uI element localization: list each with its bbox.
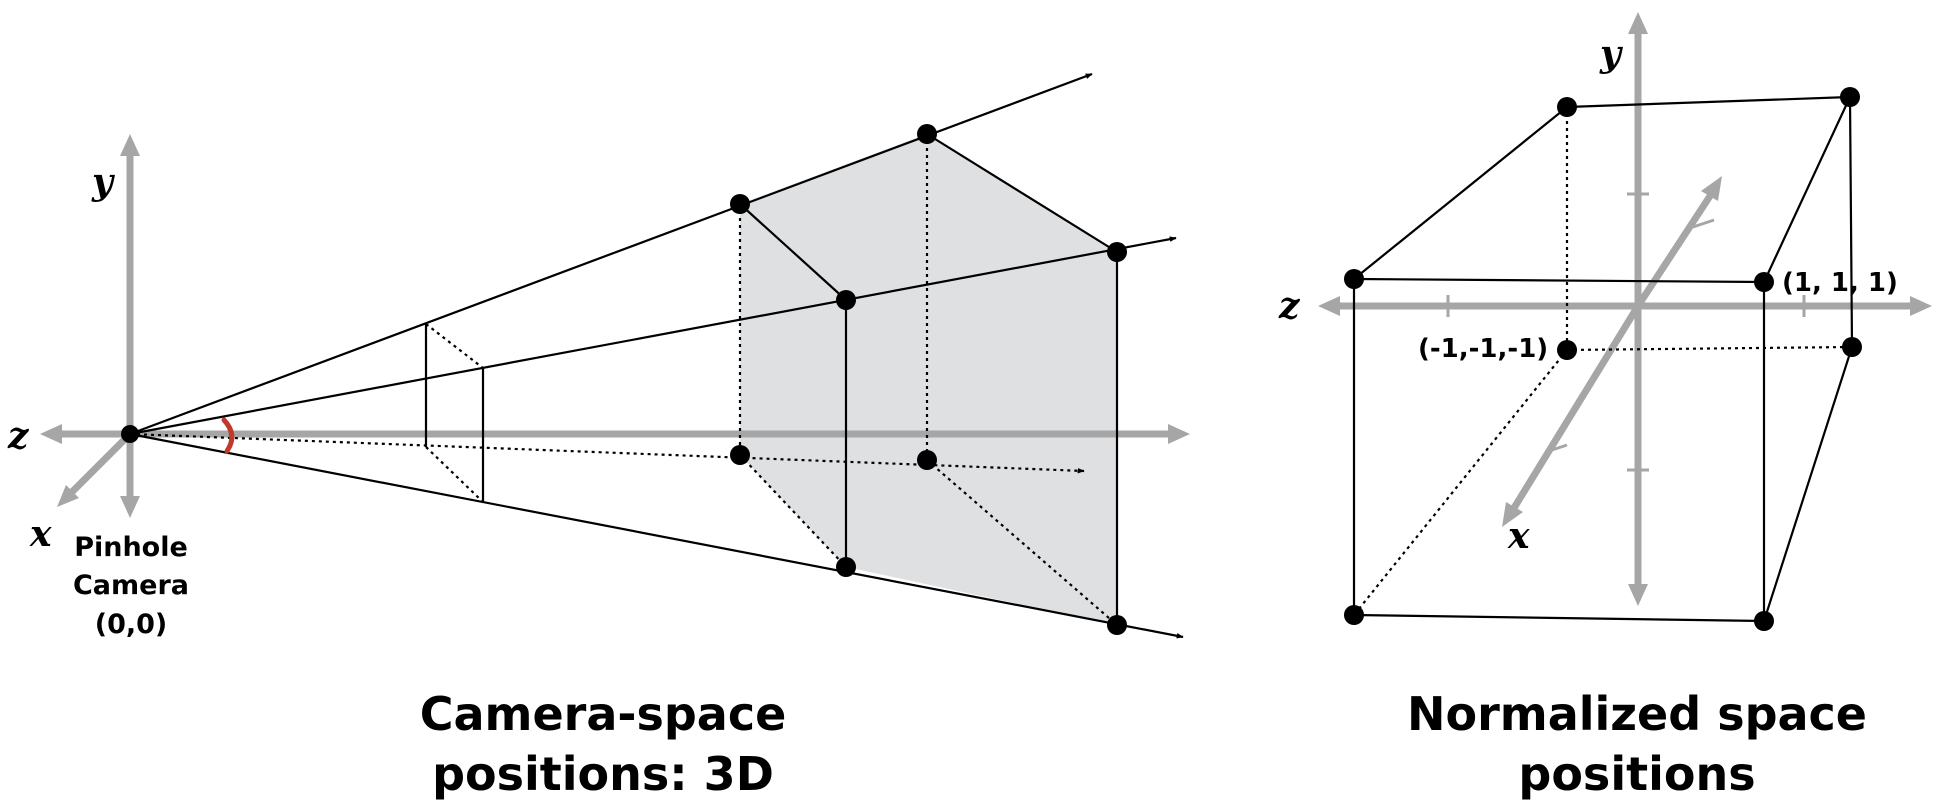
cube-vertices (1344, 87, 1862, 631)
near-plane (424, 323, 485, 503)
normalized-x-axis-label: x (1507, 515, 1530, 557)
pinhole-camera-dot (121, 425, 139, 443)
camera-space-caption-line-2: positions: 3D (432, 747, 774, 801)
frustum-vertices (730, 124, 1127, 635)
camera-x-axis-label: x (29, 513, 52, 555)
corner-label-max: (1, 1, 1) (1782, 268, 1898, 298)
camera-space-panel: y z x Pinhole Camera (0,0) Camera-space … (7, 72, 1190, 801)
camera-label-line-1: Pinhole (74, 532, 188, 563)
camera-z-axis-label: z (7, 415, 30, 457)
frustum-far-face (740, 134, 1117, 625)
camera-space-caption-line-1: Camera-space (420, 687, 787, 741)
frustum-box-solid-edges (739, 133, 1119, 625)
camera-y-axis-label: y (91, 161, 115, 203)
camera-axes (40, 134, 1190, 518)
pinhole-camera-label: Pinhole Camera (0,0) (73, 532, 189, 640)
fov-angle-arc (221, 417, 235, 454)
cube-solid-edges (1352, 95, 1854, 623)
corner-label-min: (-1,-1,-1) (1418, 334, 1548, 364)
normalized-space-caption-line-1: Normalized space (1407, 687, 1867, 741)
cube-hidden-edges (1353, 107, 1853, 616)
normalized-y-axis-label: y (1599, 33, 1623, 75)
normalized-space-panel: y z x (1, 1, 1) (-1,-1,-1) Normalized sp… (1278, 12, 1932, 801)
normalized-axes (1318, 12, 1932, 606)
frustum-box-hidden-edges (738, 134, 1118, 626)
camera-label-line-3: (0,0) (95, 609, 168, 640)
camera-label-line-2: Camera (73, 570, 189, 601)
normalized-z-axis-label: z (1278, 285, 1301, 327)
normalized-space-caption-line-2: positions (1518, 747, 1755, 801)
frustum-center-ray (129, 432, 1085, 474)
normalized-axis-ticks (1446, 192, 1806, 472)
